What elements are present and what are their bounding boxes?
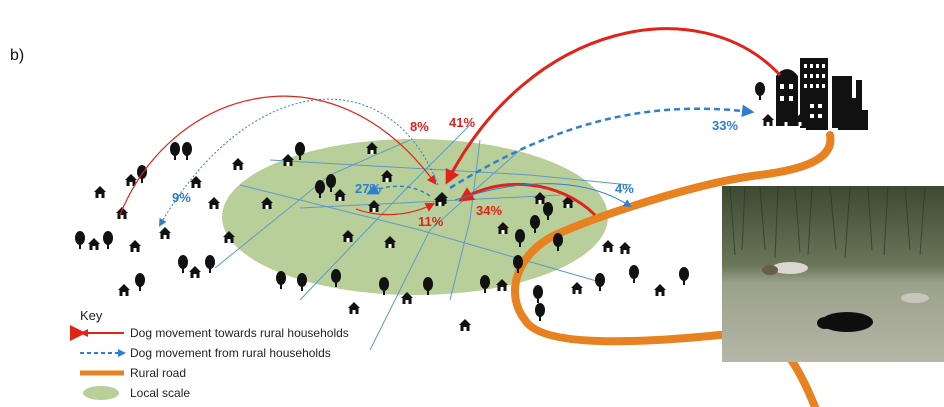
key-towards-label: Dog movement towards rural households — [130, 326, 349, 340]
movement-towards-arrows — [119, 27, 782, 217]
pct-41: 41% — [449, 115, 475, 130]
pct-9: 9% — [172, 190, 191, 205]
movement-from-arrows — [158, 98, 755, 227]
pct-11: 11% — [418, 214, 444, 229]
city-skyline-icon — [755, 58, 868, 130]
key-road-label: Rural road — [130, 366, 186, 380]
pct-34: 34% — [476, 203, 502, 218]
pct-33: 33% — [712, 118, 738, 133]
key-from-label: Dog movement from rural households — [130, 346, 331, 360]
pct-8: 8% — [410, 119, 429, 134]
pct-27: 27% — [355, 181, 381, 196]
key: Key Dog movement towards rural household… — [70, 308, 349, 400]
dogs-photo — [722, 185, 944, 362]
pct-4: 4% — [615, 181, 634, 196]
key-title: Key — [80, 308, 103, 323]
key-local-label: Local scale — [130, 386, 190, 400]
panel-label: b) — [10, 47, 24, 64]
percentage-labels: 8% 41% 33% 9% 27% 4% 11% 34% — [172, 115, 738, 229]
